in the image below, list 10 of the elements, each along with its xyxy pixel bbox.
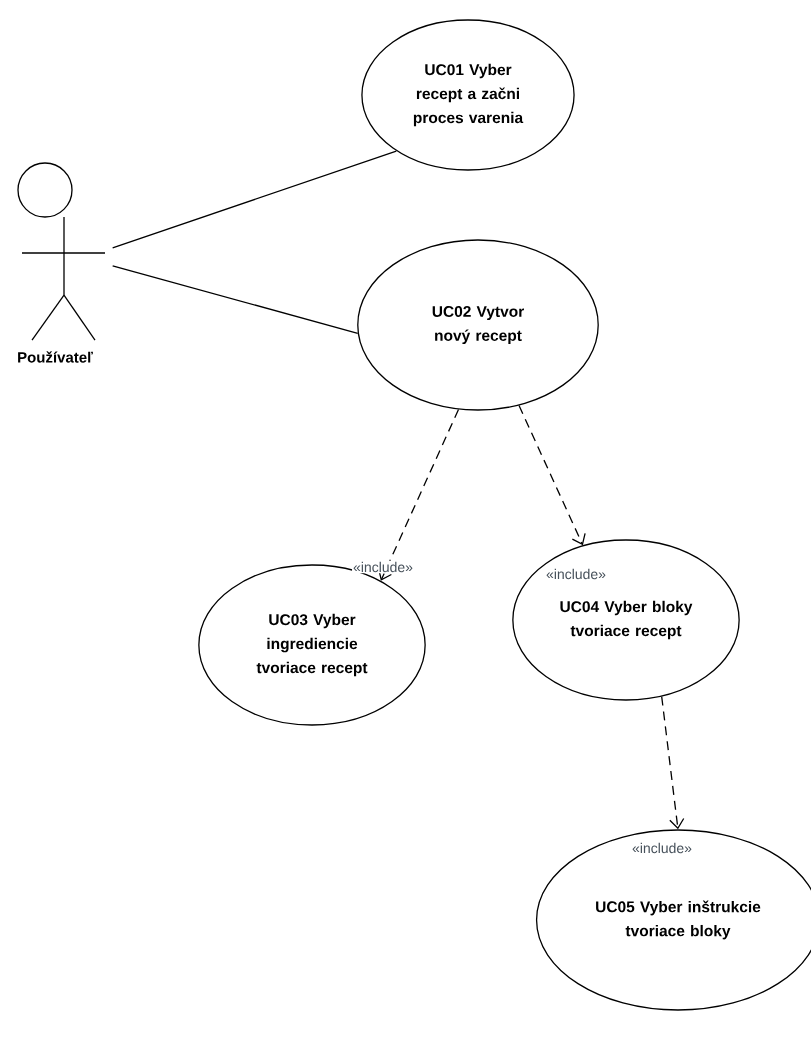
include-arrow — [661, 695, 685, 830]
actor-figure: Používateľ — [17, 162, 106, 363]
edge-label: «include» — [545, 567, 607, 581]
include-arrow — [518, 404, 586, 546]
edge-label: «include» — [352, 560, 414, 574]
association-line — [112, 150, 397, 249]
include-arrow — [378, 408, 460, 581]
association-line — [112, 265, 359, 335]
edge-label: «include» — [631, 841, 693, 855]
node-label: Používateľ — [18, 351, 93, 363]
